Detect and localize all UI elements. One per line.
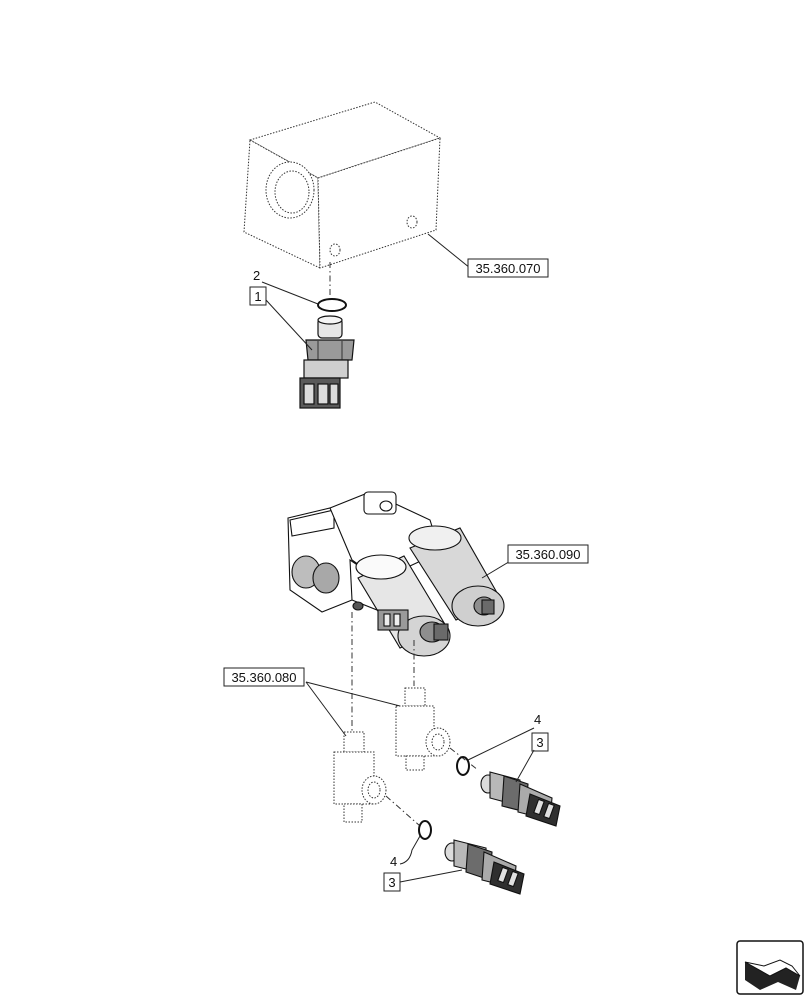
svg-text:1: 1 — [254, 289, 261, 304]
tee-fitting-lower — [333, 731, 387, 823]
o-ring-part-2 — [317, 298, 347, 312]
ref-box-fittings[interactable]: 35.360.080 — [223, 667, 305, 687]
o-ring-part-4-upper — [456, 756, 470, 776]
svg-text:35.360.090: 35.360.090 — [515, 547, 580, 562]
callout-4-upper: 4 — [534, 712, 541, 727]
callout-box-1[interactable]: 1 — [249, 286, 267, 306]
pressure-switch-part-3-lower — [444, 839, 525, 895]
pressure-sensor-part-1 — [299, 315, 355, 409]
tee-fitting-upper — [395, 687, 451, 771]
callout-4-lower: 4 — [390, 854, 397, 869]
svg-text:35.360.080: 35.360.080 — [231, 670, 296, 685]
valve-block — [243, 101, 442, 269]
svg-text:35.360.070: 35.360.070 — [475, 261, 540, 276]
callout-box-3-lower[interactable]: 3 — [383, 872, 401, 892]
pressure-switch-part-3-upper — [480, 771, 561, 827]
svg-text:3: 3 — [536, 735, 543, 750]
ref-box-solenoid-valve[interactable]: 35.360.090 — [507, 544, 589, 564]
next-page-arrow-icon[interactable] — [736, 940, 804, 995]
o-ring-part-4-lower — [418, 820, 432, 840]
callout-2: 2 — [253, 268, 260, 283]
solenoid-valve-assembly — [287, 491, 505, 657]
ref-box-valve-block[interactable]: 35.360.070 — [467, 258, 549, 278]
svg-text:3: 3 — [388, 875, 395, 890]
callout-box-3-upper[interactable]: 3 — [531, 732, 549, 752]
